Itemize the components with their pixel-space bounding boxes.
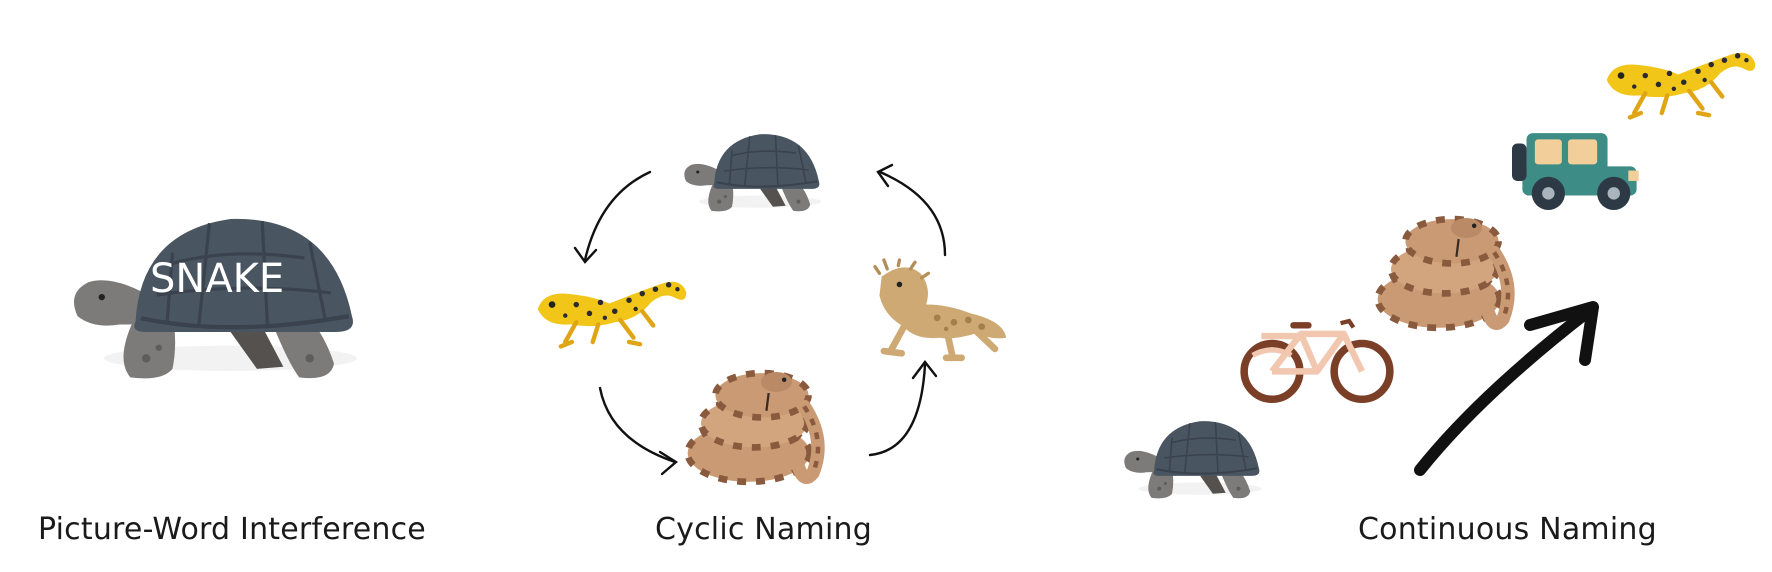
arrow-tortoise-to-gecko: [583, 170, 652, 262]
svg-text:SNAKE: SNAKE: [150, 256, 284, 302]
caption-picture-word-interference: Picture-Word Interference: [38, 512, 426, 547]
panel-cyclic-naming: Cyclic Naming: [500, 0, 1060, 572]
progression-arrow: [1414, 301, 1599, 476]
panel-picture-word-interference: SNAKE Picture-Word Interference: [0, 0, 470, 572]
overlay-word: SNAKE: [150, 256, 284, 302]
caption-continuous-naming: Continuous Naming: [1358, 512, 1657, 547]
arrow-dragon-to-tortoise: [878, 170, 947, 257]
arrow-gecko-to-snake: [598, 386, 677, 464]
cycle-arrows: [573, 163, 947, 476]
arrow-snake-to-dragon: [868, 363, 927, 457]
panel-continuous-naming: Continuous Naming: [1100, 0, 1772, 572]
caption-cyclic-naming: Cyclic Naming: [655, 512, 872, 547]
